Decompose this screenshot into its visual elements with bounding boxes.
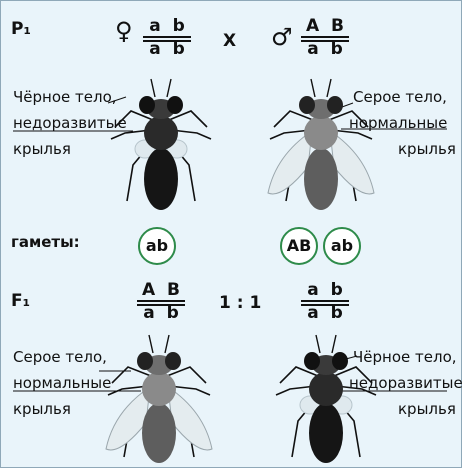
black-fly-vestigial-wings [101,75,221,215]
grey-fly-normal-wings [256,75,386,215]
grey-fly-normal-wings-f1 [94,331,224,466]
black-fly-vestigial-wings-f1 [266,331,386,466]
